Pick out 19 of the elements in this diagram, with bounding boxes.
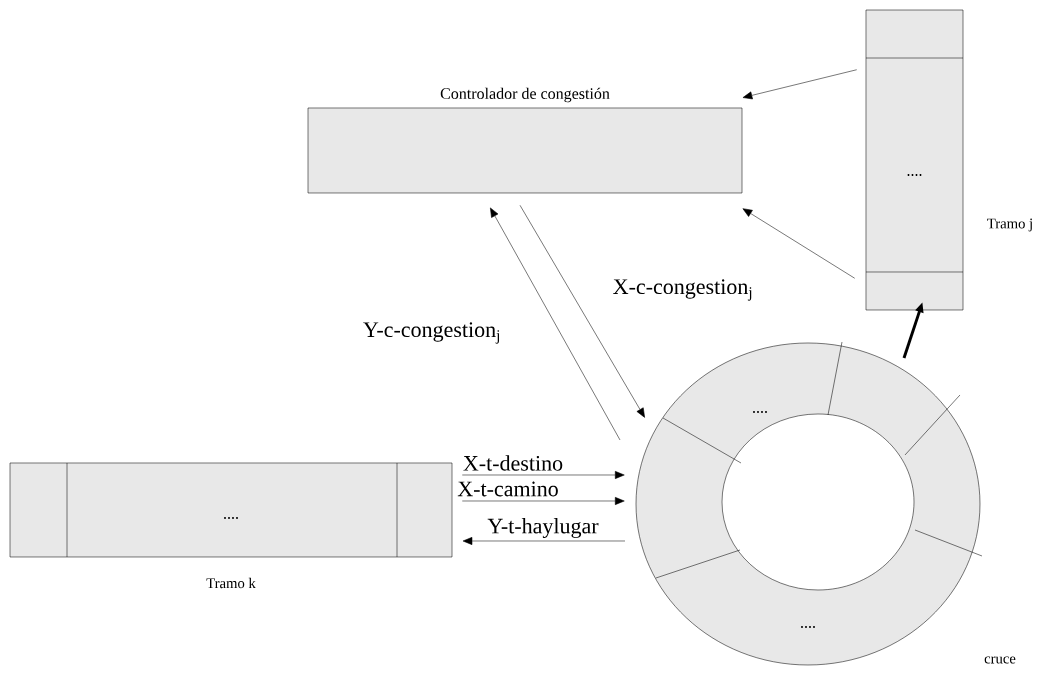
- arrow: [742, 69, 857, 100]
- edge-label: X-t-destino: [461, 453, 565, 473]
- process-box: Controlador de congestión: [307, 87, 743, 194]
- arrow: [519, 205, 645, 418]
- arrow: [742, 208, 855, 279]
- edge-label: X-c-congestion$_{j}$: [611, 278, 755, 302]
- edge-label: Y-c-congestion$_{j}$: [361, 321, 503, 345]
- arrow: [462, 537, 626, 545]
- arrow: [462, 471, 625, 479]
- segment-box: ....: [9, 462, 453, 558]
- node-caption: cruce: [984, 656, 1016, 664]
- arrow: [462, 497, 625, 505]
- segment-box: ....: [865, 9, 964, 311]
- edge-label: Y-t-haylugar: [486, 516, 600, 540]
- arrow: [490, 207, 621, 441]
- node-caption: Tramo j: [987, 218, 1032, 232]
- node-caption: Tramo k: [206, 577, 256, 589]
- edge-label: X-t-camino: [455, 480, 561, 498]
- node-label: Controlador de congestión: [440, 87, 610, 103]
